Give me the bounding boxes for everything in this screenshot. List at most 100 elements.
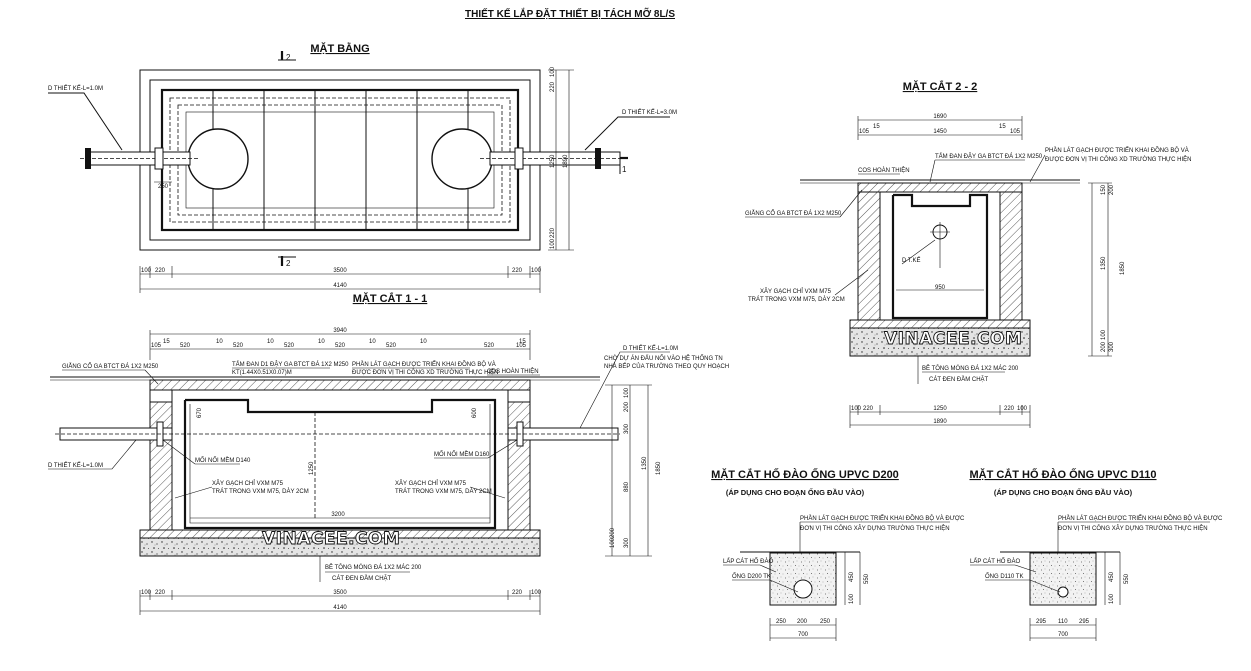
s22-tank [891,193,989,320]
s11-label-cos: COS HOÀN THIỆN [487,367,539,375]
s11-dim-1250: 1250 [309,461,315,475]
s22-label-pipe: D T.KẾ [902,257,921,264]
t200-label-pipe: ỐNG D200 TK [732,573,771,580]
s11-dr-5: 300 [624,537,630,548]
t110-ds-0: 450 [1109,571,1115,582]
s11-dt-0: 105 [151,343,162,349]
s11-label-sand: CÁT ĐEN ĐẦM CHẶT [332,575,392,582]
t110-db-0: 295 [1036,619,1047,625]
plan-view: MẶT BẰNG 2 2 1 [48,42,677,293]
t200-label-sand: LẤP CÁT HỐ ĐÀO [723,558,773,565]
s22-db-1: 220 [863,406,874,412]
s11-dim-top-total: 3940 [333,328,347,334]
s22-dt-1: 15 [873,124,880,130]
s22-label-found: BÊ TÔNG MÓNG ĐÁ 1X2 MÁC 200 [922,364,1019,372]
section22-title: MẶT CẮT 2 - 2 [903,80,978,93]
plan-title: MẶT BẰNG [310,42,369,55]
s22-dr-3: 1850 [1120,261,1126,275]
plan-dim-s0: 100 [550,66,556,77]
s11-db-0: 100 [141,590,152,596]
s11-label-slab: TẤM ĐAN D1 ĐẬY GA BTCT ĐÁ 1X2 M250 [232,361,349,368]
plan-dim-s4: 100 [550,238,556,249]
s22-wall-left [857,191,881,321]
s11-dim-3200: 3200 [331,512,345,518]
s11-dt-9: 10 [369,339,376,345]
s11-dr-8: 1850 [656,461,662,475]
s22-dr-5: 200 [1101,341,1107,352]
s11-dr-1: 200 [624,401,630,412]
s22-foundation [849,327,1031,357]
s11-label-wait2: NHÀ BẾP CỦA TRƯỜNG THEO QUY HOẠCH [604,363,729,370]
s11-label-slab-kt: KT(1.44X0.51X0.07)M [232,370,292,376]
section-mark-right-label: 1 [622,165,627,174]
t110-db-1: 110 [1058,619,1068,625]
plan-dim-s3: 220 [550,227,556,238]
plan-dim-s2: 1250 [550,154,556,168]
t200-ds-1: 100 [849,593,855,604]
s22-label-brick: XÂY GẠCH CHỈ VXM M75 [760,288,832,295]
plan-dim-s1: 220 [550,81,556,92]
s11-watermark: VINACEE.COM [262,529,400,549]
t110-label-tile2: ĐƠN VỊ THI CÔNG XÂY DỰNG TRƯỜNG THỰC HIỆ… [1058,524,1208,532]
manhole-right [431,128,493,190]
s11-label-plaster-right: TRÁT TRONG VXM M75, DÀY 2CM [395,488,492,495]
t200-ds-0: 450 [849,571,855,582]
plan-dim-b2: 3500 [333,268,347,274]
main-title: THIẾT KẾ LẮP ĐẶT THIẾT BỊ TÁCH MỠ 8L/S [465,7,675,20]
t110-label-sand: LẤP CÁT HỐ ĐÀO [970,558,1020,565]
s22-dt-3: 15 [999,124,1006,130]
s11-label-tile: PHẦN LÁT GẠCH ĐƯỢC TRIỂN KHAI ĐỒNG BỘ VÀ [352,361,496,368]
s11-dt-5: 10 [267,339,274,345]
t110-db-2: 295 [1079,619,1090,625]
plan-dim-b1: 220 [155,268,166,274]
s11-dt-3: 10 [216,339,223,345]
s11-dt-10: 520 [386,343,397,349]
s22-db-2: 1250 [933,406,947,412]
t200-db-total: 700 [798,632,809,638]
s11-dr-2: 300 [624,423,630,434]
s11-db-1: 220 [155,590,166,596]
s11-dt-4: 520 [233,343,244,349]
s11-dt-12: 520 [484,343,495,349]
s11-dim-600: 600 [472,407,478,418]
t200-title: MẶT CẮT HỐ ĐÀO ỐNG UPVC D200 [711,467,899,481]
t200-subtitle: (ÁP DỤNG CHO ĐOẠN ỐNG ĐẦU VÀO) [726,487,865,497]
s11-db-2: 3500 [333,590,347,596]
s11-tank-body [183,398,497,530]
s11-label-pipe-in: D THIẾT KẾ-L=1.0M [48,462,103,469]
s22-label-tile2: ĐƯỢC ĐƠN VỊ THI CÔNG XD TRƯỜNG THỰC HIỆN [1045,155,1191,163]
s22-db-0: 100 [851,406,862,412]
s11-wall-right [507,389,531,531]
plan-dim-b0: 100 [141,268,152,274]
s11-label-ring: GIẰNG CỔ GA BTCT ĐÁ 1X2 M250 [62,362,159,370]
t110-subtitle: (ÁP DỤNG CHO ĐOẠN ỐNG ĐẦU VÀO) [994,487,1133,497]
s11-wall-left [149,389,173,531]
s11-label-wait: CHỜ DỰ ÁN ĐẤU NỐI VÀO HỆ THỐNG TN [604,354,723,362]
s11-top-dims: 105 15 520 10 520 10 520 10 520 10 520 1… [151,339,527,349]
s11-label-tile2: ĐƯỢC ĐƠN VỊ THI CÔNG XD TRƯỜNG THỰC HIỆN [352,368,498,376]
s11-dim-670: 670 [197,407,203,418]
s22-label-sand: CÁT ĐEN ĐẦM CHẶT [929,376,989,383]
plan-dim-small: 250 [158,184,169,190]
s22-dim-top: 1690 [933,114,947,120]
s11-dt-11: 10 [420,339,427,345]
s22-db-3: 220 [1004,406,1015,412]
section-mark-top-label: 2 [286,53,291,62]
s22-label-950: 950 [935,285,946,291]
t200-db-1: 200 [797,619,808,625]
s22-db-total: 1890 [933,419,947,425]
s22-wall-right [999,191,1023,321]
plan-pipe-out-label: D THIẾT KẾ-L=3.0M [622,109,677,116]
s22-dr-0: 150 [1101,184,1107,195]
s11-dt-1: 15 [163,339,170,345]
s11-label-brick-left: XÂY GẠCH CHỈ VXM M75 [212,480,284,487]
s11-dr-0: 100 [624,387,630,398]
s11-dr-6: 200 [610,527,616,538]
s22-dt-4: 105 [1010,129,1021,135]
t110-db-total: 700 [1058,632,1069,638]
s22-label-ring: GIẰNG CỔ GA BTCT ĐÁ 1X2 M250 [745,209,842,217]
s22-dr-1: 200 [1109,184,1115,195]
t200-label-tile2: ĐƠN VỊ THI CÔNG XÂY DỰNG TRƯỜNG THỰC HIỆ… [800,524,950,532]
t110-ds-1: 100 [1109,593,1115,604]
plan-pipe-in-label: D THIẾT KẾ-L=1.0M [48,85,103,92]
